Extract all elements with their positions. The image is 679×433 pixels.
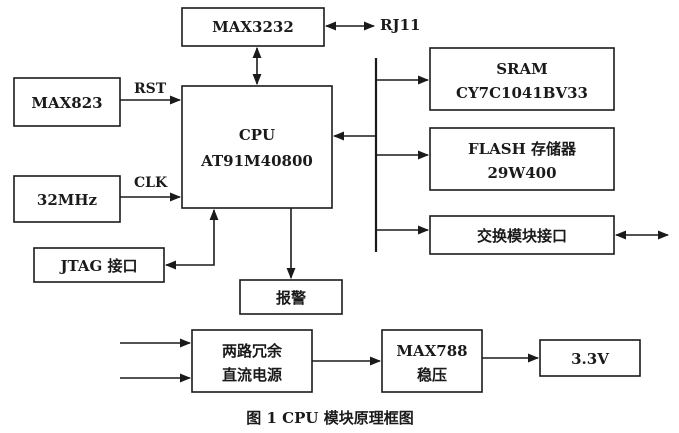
max3232-label: MAX3232 <box>212 18 294 36</box>
vout-label: 3.3V <box>571 350 609 368</box>
switch-interface-label: 交换模块接口 <box>477 227 567 245</box>
switch-interface-block: 交换模块接口 <box>429 215 615 255</box>
sram-label-line1: SRAM <box>496 60 548 78</box>
vout-block: 3.3V <box>539 339 641 377</box>
alarm-label: 报警 <box>276 289 306 307</box>
jtag-cpu-link <box>164 208 219 270</box>
regulator-label-line1: MAX788 <box>396 342 467 360</box>
supply-label-line1: 两路冗余 <box>222 342 283 360</box>
sram-label-line2: CY7C1041BV33 <box>456 84 588 102</box>
flash-label-line1: FLASH 存储器 <box>468 140 577 158</box>
cpu-label-line1: CPU <box>239 126 275 144</box>
cpu-label-line2: AT91M40800 <box>200 152 313 170</box>
supply-label-line2: 直流电源 <box>222 366 282 384</box>
jtag-label: JTAG 接口 <box>58 257 137 275</box>
max823-label: MAX823 <box>31 94 102 112</box>
clk-signal-label: CLK <box>134 175 168 191</box>
figure-caption: 图 1 CPU 模块原理框图 <box>246 409 413 427</box>
rj11-label: RJ11 <box>380 16 420 34</box>
alarm-block: 报警 <box>239 279 343 315</box>
regulator-block: MAX788 稳压 <box>381 329 483 393</box>
jtag-block: JTAG 接口 <box>33 247 165 283</box>
flash-block: FLASH 存储器 29W400 <box>429 127 615 191</box>
max3232-block: MAX3232 <box>181 7 325 47</box>
sram-block: SRAM CY7C1041BV33 <box>429 47 615 111</box>
redundant-dc-supply-block: 两路冗余 直流电源 <box>191 329 313 393</box>
max823-block: MAX823 <box>13 77 121 127</box>
oscillator-label: 32MHz <box>37 191 98 209</box>
flash-label-line2: 29W400 <box>487 164 556 182</box>
cpu-block: CPU AT91M40800 <box>181 85 333 209</box>
regulator-label-line2: 稳压 <box>417 366 447 384</box>
rst-signal-label: RST <box>134 81 167 97</box>
oscillator-block: 32MHz <box>13 175 121 223</box>
